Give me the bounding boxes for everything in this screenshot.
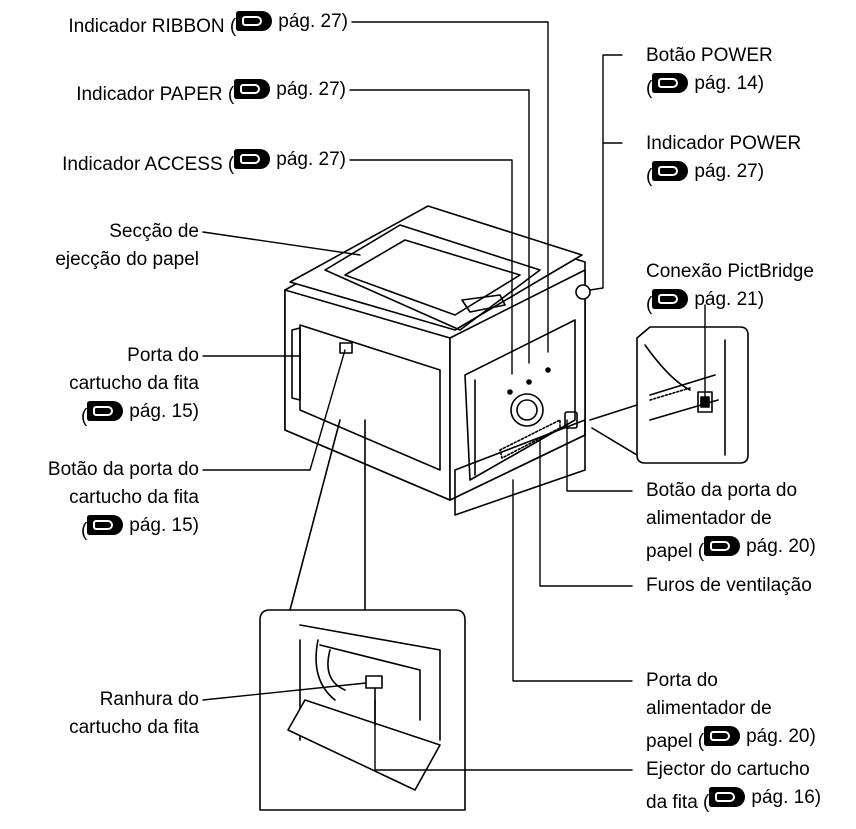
leader-ribbon-slot: [202, 682, 367, 701]
pointing-hand-icon: [704, 726, 741, 746]
leader-ejection: [202, 231, 361, 256]
leader-paper: [349, 89, 530, 364]
pointing-hand-icon: [652, 289, 689, 309]
printer-body: [284, 205, 591, 516]
label-power-button: Botão POWER (pág. 14): [646, 45, 773, 99]
leader-vent: [539, 439, 633, 587]
label-ribbon-ejector: Ejector do cartucho da fita (pág. 16): [646, 759, 822, 813]
pointing-hand-icon: [704, 536, 741, 556]
label-ribbon-indicator: Indicador RIBBON (pág. 27): [68, 11, 348, 37]
label-access-indicator: Indicador ACCESS (pág. 27): [62, 149, 346, 175]
label-paper-indicator: Indicador PAPER (pág. 27): [76, 79, 346, 105]
ribbon-slot-inset: [259, 419, 466, 811]
pointing-hand-icon: [234, 149, 271, 169]
pointing-hand-icon: [652, 161, 689, 181]
leader-access: [349, 159, 513, 375]
label-vent: Furos de ventilação: [646, 575, 812, 596]
leader-ribbon-door-button: [202, 349, 346, 471]
pointing-hand-icon: [87, 515, 124, 535]
leader-power-button: [589, 54, 623, 291]
pictbridge-inset: [589, 326, 749, 464]
pointing-hand-icon: [87, 401, 124, 421]
pointing-hand-icon: [652, 73, 689, 93]
leader-ejector: [374, 699, 633, 771]
pointing-hand-icon: [234, 79, 271, 99]
leader-ribbon: [351, 21, 549, 353]
label-power-indicator: Indicador POWER (pág. 27): [646, 133, 802, 187]
pointing-hand-icon: [709, 787, 746, 807]
leader-lines: [202, 21, 706, 771]
pointing-hand-icon: [236, 11, 273, 31]
label-pictbridge: Conexão PictBridge (pág. 21): [646, 261, 814, 315]
leader-feeder-door: [512, 479, 633, 682]
leader-feeder-door-button: [566, 419, 633, 492]
